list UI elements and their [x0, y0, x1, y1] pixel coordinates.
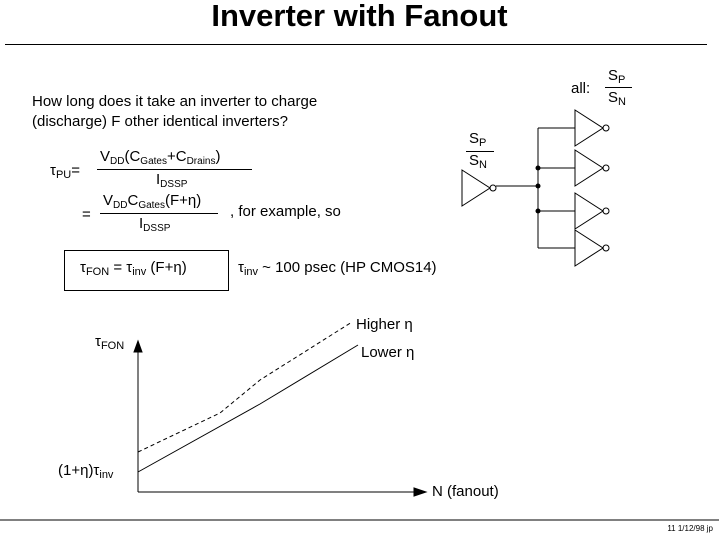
graph-lines — [137, 321, 359, 473]
tau-pu-sub: PU — [55, 169, 72, 181]
x-axis-arrow — [413, 487, 428, 497]
series-lower-eta — [137, 344, 359, 473]
footer-text: 11 1/12/98 jp — [667, 524, 713, 533]
fraction-1-numerator: VDD(CGates+CDrains) — [100, 148, 221, 167]
all-label: all: — [571, 80, 591, 97]
driver-inverter-triangle — [461, 169, 491, 207]
load-inverter-2-bubble — [602, 164, 610, 172]
tau-pu-label: τPU= — [50, 162, 80, 181]
eq-sign-2: = — [82, 206, 91, 223]
y-axis-arrow — [133, 339, 143, 353]
junction-dot-2 — [535, 183, 541, 189]
driver-sn-label: SN — [469, 152, 487, 171]
boxed-formula — [64, 250, 229, 291]
x-axis-label: N (fanout) — [432, 483, 499, 500]
for-example-text: , for example, so — [230, 203, 341, 220]
tau-pu-symbol: τ — [50, 162, 56, 179]
series-higher-eta — [137, 321, 353, 453]
driver-inverter — [461, 169, 497, 207]
eq-sign-1: = — [71, 162, 80, 179]
load-inverter-2 — [574, 149, 604, 187]
junction-dot-1 — [535, 165, 541, 171]
fanout-wiring — [496, 127, 575, 249]
title-rule — [5, 44, 707, 45]
junction-dot-3 — [535, 208, 541, 214]
fraction-1-bar — [97, 169, 252, 170]
fraction-1-denominator: IDSSP — [156, 171, 188, 190]
all-sn-label: SN — [608, 89, 626, 108]
y-intercept-label: (1+η)τinv — [58, 462, 114, 481]
question-line-2: (discharge) F other identical inverters? — [32, 113, 288, 130]
driver-inverter-bubble — [489, 184, 497, 192]
junction-dots — [535, 165, 541, 214]
fraction-2-denominator: IDSSP — [139, 215, 171, 234]
all-sp-label: SP — [608, 67, 626, 86]
question-line-1: How long does it take an inverter to cha… — [32, 93, 318, 110]
load-inverter-1 — [574, 109, 604, 147]
graph-axes — [133, 339, 428, 497]
load-inverter-4-bubble — [602, 244, 610, 252]
driver-sp-label: SP — [469, 130, 487, 149]
fraction-2-numerator: VDDCGates(F+η) — [103, 192, 202, 211]
legend-higher-eta: Higher η — [356, 316, 413, 333]
driver-ratio-bar — [466, 151, 494, 152]
fraction-2-bar — [100, 213, 218, 214]
boxed-formula-text: τFON = τinv (F+η) — [80, 259, 187, 278]
load-inverter-4 — [574, 229, 604, 267]
tau-inv-estimate: τinv ~ 100 psec (HP CMOS14) — [238, 259, 437, 278]
legend-lower-eta: Lower η — [361, 344, 415, 361]
load-inverters — [574, 109, 610, 267]
page-title: Inverter with Fanout — [211, 0, 508, 33]
load-inverter-3-bubble — [602, 207, 610, 215]
load-inverter-3 — [574, 192, 604, 230]
all-ratio-bar — [605, 87, 632, 88]
y-axis-label: τFON — [95, 333, 125, 352]
load-inverter-1-bubble — [602, 124, 610, 132]
